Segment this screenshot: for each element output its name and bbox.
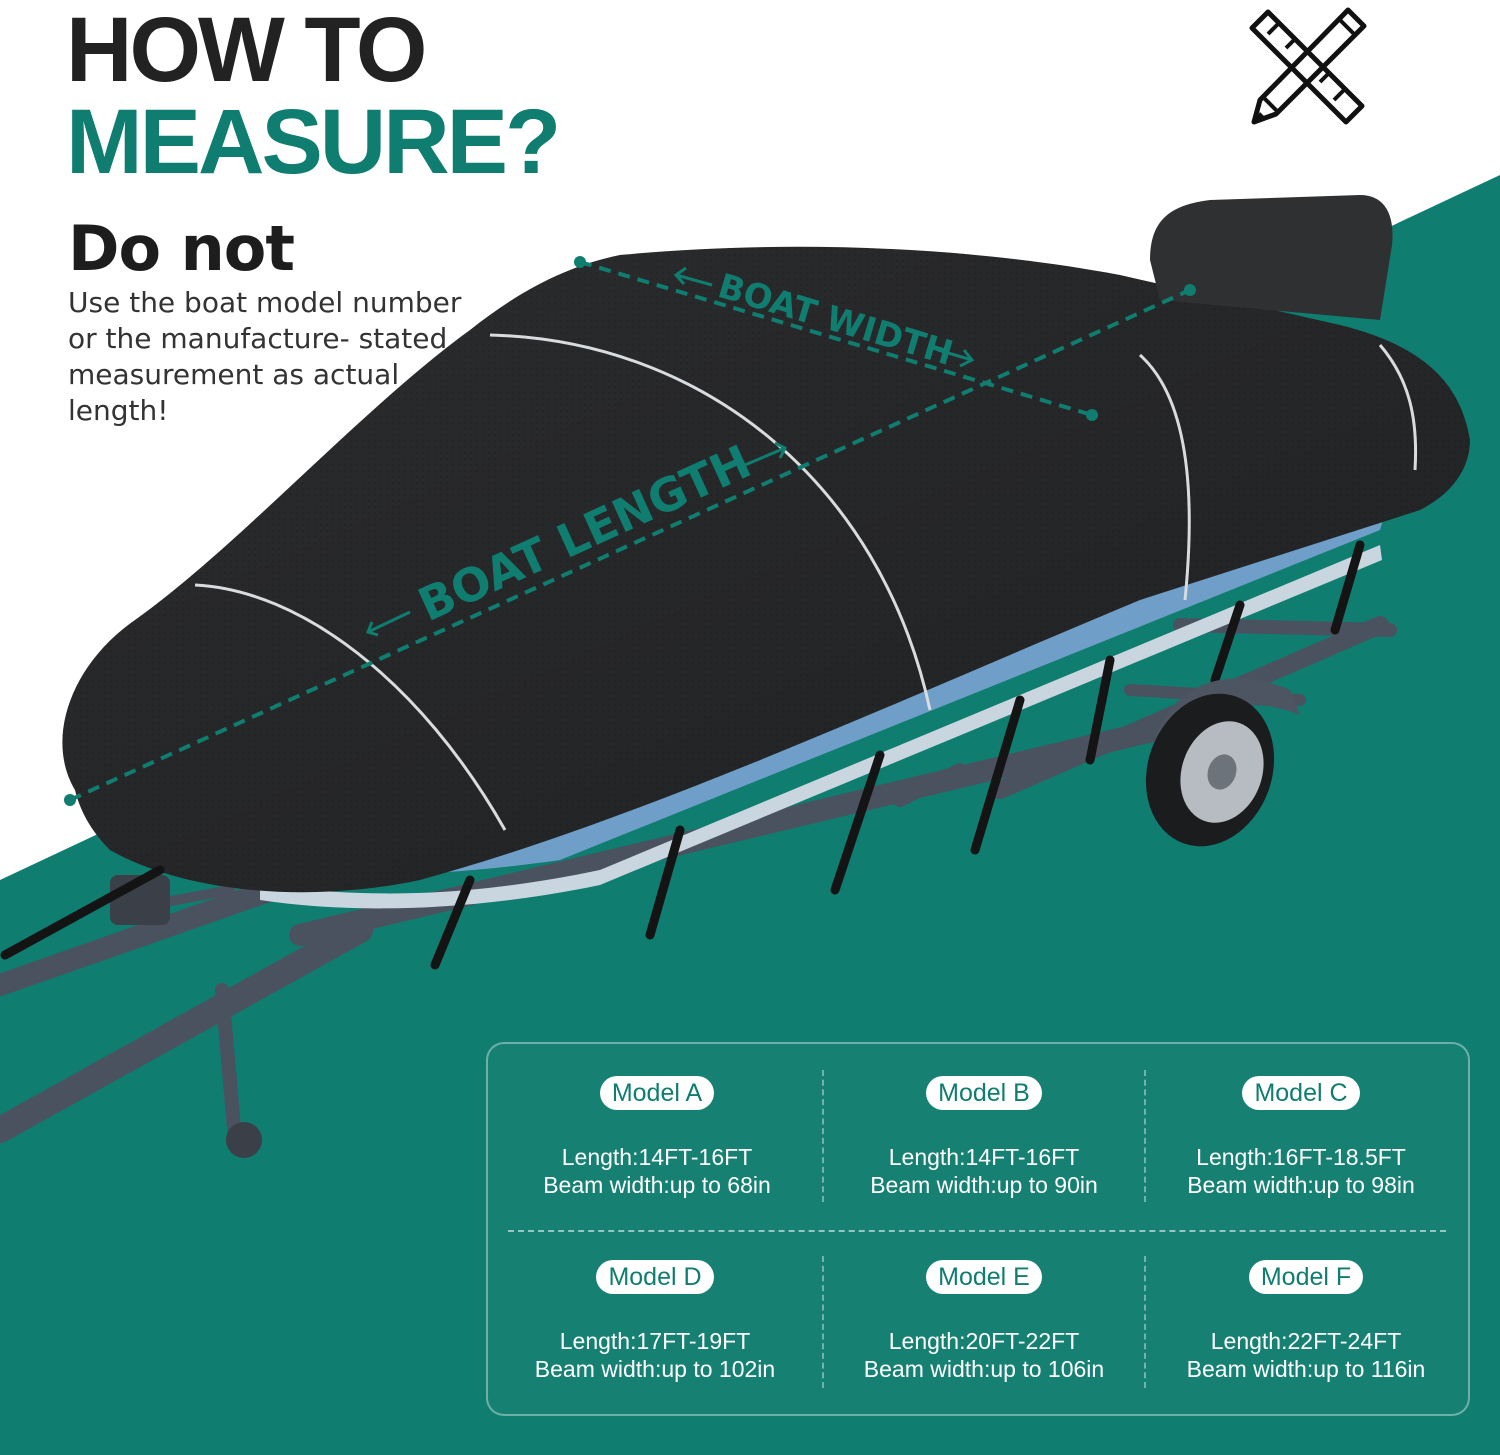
model-name-badge: Model C bbox=[1242, 1076, 1360, 1110]
vertical-divider bbox=[822, 1256, 824, 1388]
measurement-arrows bbox=[365, 266, 975, 637]
model-name-badge: Model E bbox=[926, 1260, 1042, 1294]
models-panel: Model A Length:14FT-16FT Beam width:up t… bbox=[486, 1042, 1470, 1416]
model-card: Model F Length:22FT-24FT Beam width:up t… bbox=[1146, 1260, 1466, 1383]
trailer-fender bbox=[1150, 678, 1300, 770]
cover-seams bbox=[194, 333, 1418, 831]
jack-wheel bbox=[226, 1122, 262, 1158]
model-beam-width: Beam width:up to 106in bbox=[863, 1356, 1105, 1382]
model-card: Model A Length:14FT-16FT Beam width:up t… bbox=[490, 1076, 824, 1199]
model-name-badge: Model F bbox=[1248, 1260, 1364, 1294]
vertical-divider bbox=[1144, 1256, 1146, 1388]
headline-line2: MEASURE? bbox=[66, 91, 561, 193]
model-card: Model E Length:20FT-22FT Beam width:up t… bbox=[824, 1260, 1144, 1383]
model-card: Model D Length:17FT-19FT Beam width:up t… bbox=[490, 1260, 820, 1383]
tie-down-straps bbox=[0, 540, 1365, 970]
measurement-lines bbox=[69, 260, 1191, 802]
model-beam-width: Beam width:up to 90in bbox=[870, 1172, 1098, 1198]
notice-text: Use the boat model number or the manufac… bbox=[68, 286, 462, 427]
model-card: Model B Length:14FT-16FT Beam width:up t… bbox=[824, 1076, 1144, 1199]
measurement-dots bbox=[64, 256, 1196, 806]
model-length: Length:17FT-19FT bbox=[559, 1328, 751, 1354]
model-name-badge: Model B bbox=[926, 1076, 1042, 1110]
model-length: Length:14FT-16FT bbox=[561, 1144, 753, 1170]
model-length: Length:16FT-18.5FT bbox=[1196, 1144, 1406, 1170]
model-beam-width: Beam width:up to 102in bbox=[534, 1356, 776, 1382]
trailer-wheel bbox=[1145, 693, 1275, 847]
ruler-pencil-icon bbox=[1249, 7, 1367, 125]
vertical-divider bbox=[822, 1070, 824, 1202]
model-length: Length:22FT-24FT bbox=[1210, 1328, 1402, 1354]
cover-shading bbox=[62, 246, 1470, 893]
model-card: Model C Length:16FT-18.5FT Beam width:up… bbox=[1146, 1076, 1456, 1199]
notice-heading: Do not bbox=[68, 212, 295, 285]
model-name-badge: Model D bbox=[596, 1260, 714, 1294]
model-name-badge: Model A bbox=[599, 1076, 715, 1110]
model-beam-width: Beam width:up to 116in bbox=[1186, 1356, 1426, 1382]
headline-line1: HOW TO bbox=[66, 0, 427, 101]
model-length: Length:20FT-22FT bbox=[888, 1328, 1080, 1354]
motor-cover bbox=[1150, 195, 1393, 320]
model-length: Length:14FT-16FT bbox=[888, 1144, 1080, 1170]
vertical-divider bbox=[1144, 1070, 1146, 1202]
model-beam-width: Beam width:up to 98in bbox=[1187, 1172, 1415, 1198]
horizontal-divider bbox=[508, 1230, 1446, 1232]
model-beam-width: Beam width:up to 68in bbox=[543, 1172, 771, 1198]
